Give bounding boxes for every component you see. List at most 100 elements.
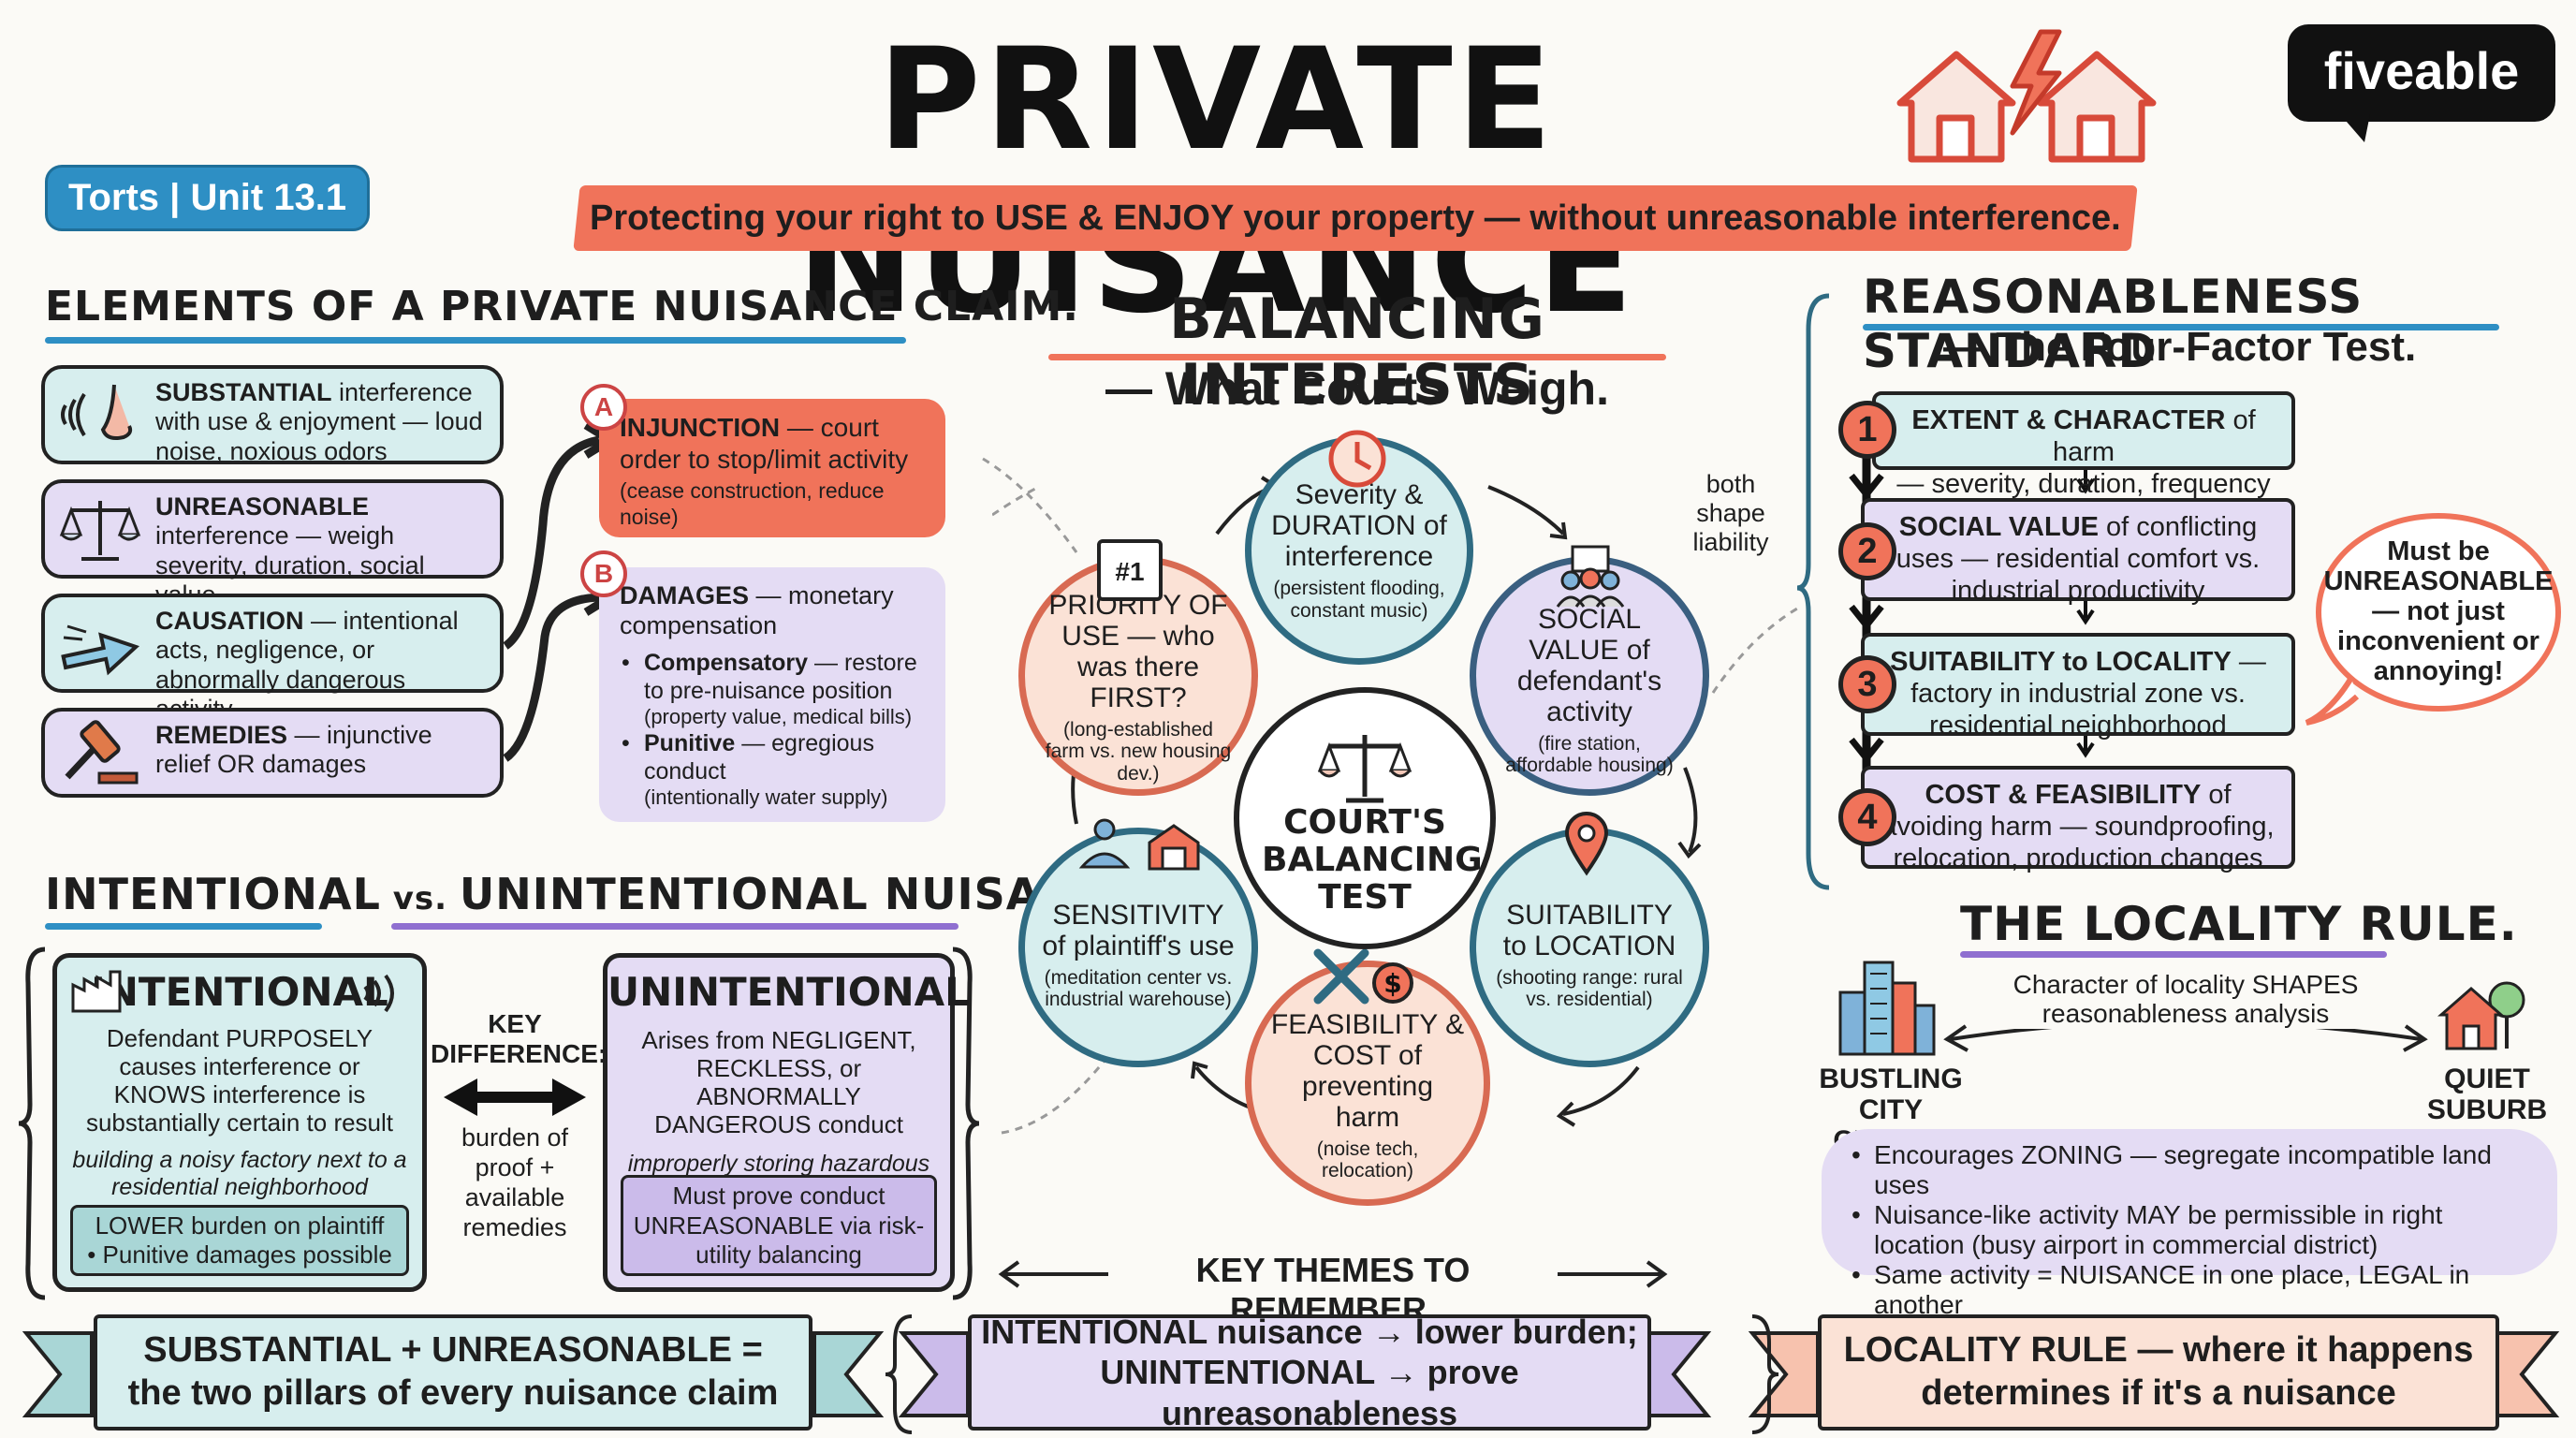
theme-banner-line2: UNINTENTIONAL → prove unreasonableness xyxy=(1100,1353,1519,1432)
tools-money-icon: $ xyxy=(1313,948,1413,1005)
intentional-title: INTENTIONAL xyxy=(91,969,388,1015)
balance-circle-severity: Severity & DURATION of interference (per… xyxy=(1245,436,1473,665)
factor-line2: avoiding harm — soundproofing, relocatio… xyxy=(1881,812,2275,874)
element-text: — intentional acts, negligence, or abnor… xyxy=(155,607,459,723)
balance-circle-note: (fire station, affordable housing) xyxy=(1505,732,1674,776)
factor-number-4: 4 xyxy=(1838,788,1896,846)
intentional-example: building a noisy factory next to a resid… xyxy=(72,1146,407,1200)
remedy-letter-a: A xyxy=(580,384,627,431)
factor-bold: EXTENT & CHARACTER xyxy=(1911,405,2226,435)
suburb-label: QUIET SUBURB xyxy=(2426,1064,2548,1125)
balance-circle-title: PRIORITY OF USE — who was there FIRST? xyxy=(1048,590,1228,714)
element-card-substantial: SUBSTANTIAL interference with use & enjo… xyxy=(41,365,504,465)
element-bold: UNREASONABLE xyxy=(155,492,370,521)
reasonableness-brace xyxy=(1796,293,1830,890)
locality-arrow-text: Character of locality SHAPES reasonablen… xyxy=(1984,970,2387,1029)
brand-logo-tail xyxy=(2340,114,2370,142)
locality-bullet: Encourages ZONING — segregate incompatib… xyxy=(1850,1140,2535,1200)
balance-circle-sensitivity: SENSITIVITY of plaintiff's use (meditati… xyxy=(1018,828,1258,1067)
damages-item-bold: Compensatory xyxy=(644,649,809,676)
suburb-house-icon xyxy=(2437,981,2525,1050)
intentional-summary-box: LOWER burden on plaintiff • Punitive dam… xyxy=(70,1204,409,1276)
subtitle-banner: Protecting your right to USE & ENJOY you… xyxy=(573,185,2138,251)
double-arrow-icon xyxy=(444,1078,586,1116)
unintentional-text: Arises from NEGLIGENT, RECKLESS, or ABNO… xyxy=(641,1026,916,1139)
balance-center: COURT'S BALANCING TEST xyxy=(1234,687,1496,949)
theme-banner-2: INTENTIONAL nuisance → lower burden; UNI… xyxy=(968,1313,1651,1432)
element-bold: CAUSATION xyxy=(155,607,304,635)
speech-bubble-text: Must be UNREASONABLE — not just inconven… xyxy=(2323,536,2554,686)
damages-item-note: (intentionally water supply) xyxy=(644,785,888,810)
remedy-letter-b: B xyxy=(580,550,627,597)
factor-number-3: 3 xyxy=(1838,655,1896,713)
factor-rest: of harm xyxy=(2052,405,2256,468)
intent-underline-a xyxy=(45,923,322,930)
factor-line2: uses — residential comfort vs. industria… xyxy=(1895,544,2261,607)
balance-circle-note: (noise tech, relocation) xyxy=(1316,1137,1419,1181)
factor-rest: of xyxy=(2201,780,2232,810)
balance-circle-note: (meditation center vs. industrial wareho… xyxy=(1044,966,1233,1010)
damages-item-bold: Punitive xyxy=(644,730,736,757)
balancing-heading: BALANCING INTERESTS xyxy=(1169,286,1545,418)
reasonableness-subheading: — The Four-Factor Test. xyxy=(1943,324,2417,370)
balance-circle-title: Severity & DURATION of interference xyxy=(1271,479,1447,573)
locality-bullets: Encourages ZONING — segregate incompatib… xyxy=(1850,1140,2535,1319)
balancing-subheading: — What Courts Weigh. xyxy=(1105,362,1609,415)
locality-heading: THE LOCALITY RULE. xyxy=(1960,897,2518,951)
intentional-text: Defendant PURPOSELY causes interference … xyxy=(85,1024,394,1137)
injunction-title: INJUNCTION xyxy=(620,413,781,442)
dashed-connector-right xyxy=(1711,607,1798,694)
theme-banner-line2: the two pillars of every nuisance claim xyxy=(127,1373,779,1413)
balancing-underline xyxy=(1048,354,1666,360)
element-text: — injunctive relief OR damages xyxy=(155,721,432,779)
dashed-connector-left-top xyxy=(982,457,1078,553)
element-card-remedies: REMEDIES — injunctive relief OR damages xyxy=(41,708,504,798)
sound-waves-icon xyxy=(363,974,394,1013)
intentional-summary-line1: LOWER burden on plaintiff xyxy=(95,1211,385,1240)
damages-list: Compensatory — restore to pre-nuisance p… xyxy=(620,649,925,811)
key-difference-text: burden of proof + available remedies xyxy=(461,1123,569,1241)
intent-heading-a: INTENTIONAL xyxy=(45,869,381,919)
damages-item-note: (property value, medical bills) xyxy=(644,704,913,728)
locality-bullet: Same activity = NUISANCE in one place, L… xyxy=(1850,1260,2535,1320)
damages-item-text: — egregious conduct xyxy=(644,730,874,785)
damages-title: DAMAGES xyxy=(620,581,750,609)
community-icon xyxy=(1556,545,1625,608)
factory-icon xyxy=(71,970,122,1013)
intentional-panel: INTENTIONAL Defendant PURPOSELY causes i… xyxy=(52,953,427,1292)
damages-item: Compensatory — restore to pre-nuisance p… xyxy=(620,649,925,729)
element-card-causation: CAUSATION — intentional acts, negligence… xyxy=(41,594,504,723)
theme-banner-line1: LOCALITY RULE — where it happens xyxy=(1843,1330,2474,1371)
element-card-unreasonable: UNREASONABLE interference — weigh severi… xyxy=(41,479,504,609)
damages-item-text: — restore to pre-nuisance position xyxy=(644,649,917,704)
intent-heading-vs: vs. xyxy=(380,880,460,917)
remedy-injunction-box: INJUNCTION — court order to stop/limit a… xyxy=(599,399,945,537)
subtitle-text: Protecting your right to USE & ENJOY you… xyxy=(590,198,2121,238)
elements-heading-underline xyxy=(45,337,906,344)
dashed-connector-left-bottom xyxy=(1001,1048,1116,1135)
arrow-icon xyxy=(61,624,140,676)
balance-circle-note: (long-established farm vs. new housing d… xyxy=(1045,719,1232,785)
reasonableness-underline xyxy=(1863,324,2499,330)
balance-circle-title: FEASIBILITY & COST of preventing harm xyxy=(1270,1008,1465,1133)
clock-icon xyxy=(1328,430,1386,488)
unintentional-panel: UNINTENTIONAL Arises from NEGLIGENT, REC… xyxy=(603,953,970,1292)
elements-heading: ELEMENTS OF A PRIVATE NUISANCE CLAIM. xyxy=(45,283,1079,330)
damages-text: — monetary compensation xyxy=(620,581,894,640)
key-difference-title: KEY DIFFERENCE: xyxy=(431,1009,607,1069)
intentional-summary-line2: • Punitive damages possible xyxy=(87,1240,392,1269)
svg-text:$: $ xyxy=(1383,968,1401,999)
theme-banner-line1: INTENTIONAL nuisance → lower burden; xyxy=(981,1313,1638,1352)
balance-circle-title: SUITABILITY to LOCATION xyxy=(1502,899,1676,961)
houses-lightning-icon xyxy=(1896,29,2157,163)
location-pin-icon xyxy=(1564,812,1609,876)
intent-braces xyxy=(18,946,980,1300)
calendar-icon: #1 xyxy=(1097,539,1163,601)
brand-logo: fiveable xyxy=(2288,24,2555,122)
speech-bubble-tail xyxy=(2305,676,2359,726)
theme-banner-line1: SUBSTANTIAL + UNREASONABLE = xyxy=(143,1330,763,1371)
element-text: interference with use & enjoyment — loud… xyxy=(155,378,483,465)
theme-banner-line2: determines if it's a nuisance xyxy=(1921,1373,2396,1413)
theme-banner-3: LOCALITY RULE — where it happens determi… xyxy=(1818,1314,2499,1431)
